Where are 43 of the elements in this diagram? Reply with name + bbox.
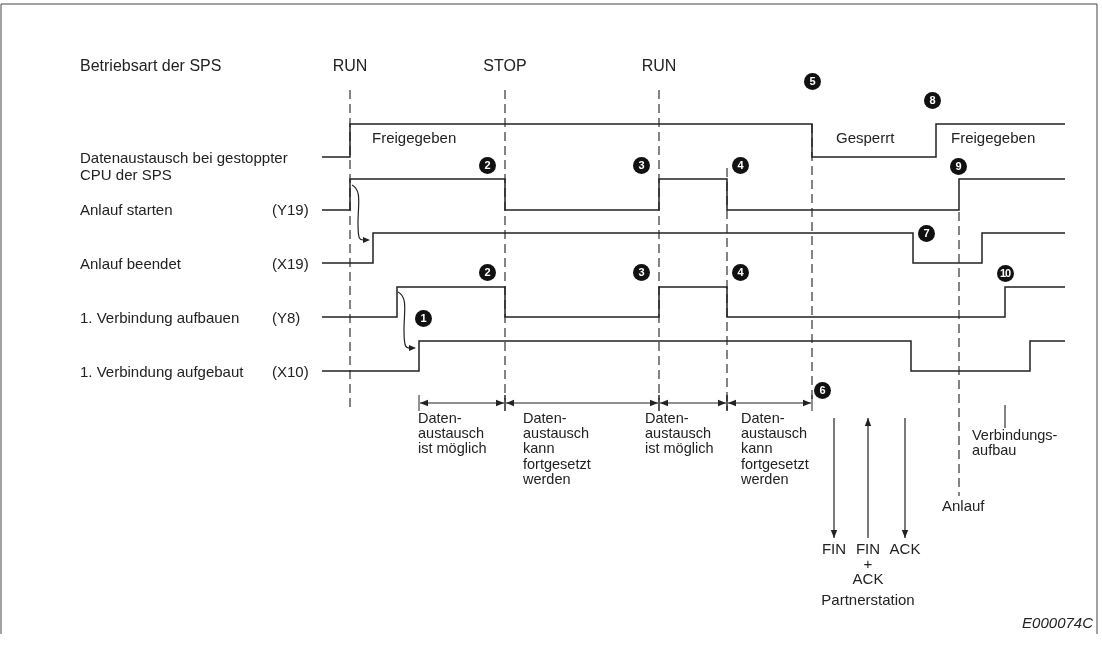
callout-number: 3: [632, 156, 650, 174]
phase-label: Daten- austausch ist möglich: [418, 411, 488, 457]
mode-label: RUN: [332, 57, 368, 75]
signal-address: (X10): [272, 364, 309, 381]
station-label: Partnerstation: [821, 592, 915, 609]
signal-name: Datenaustausch bei gestoppter CPU der SPS: [80, 150, 289, 183]
arrow: [901, 417, 909, 539]
signal-label: FIN: [819, 541, 849, 556]
callout-number: 2: [478, 156, 496, 174]
callout-number: 4: [731, 263, 749, 281]
phase-label: Daten- austausch kann fortgesetzt werden: [741, 411, 810, 488]
phase-label: Verbindungs- aufbau: [972, 428, 1059, 459]
callout-number: 8: [923, 91, 941, 109]
callout-number: 4: [731, 156, 749, 174]
mode-label: STOP: [483, 57, 527, 75]
state-label: Freigegeben: [951, 130, 1036, 147]
state-label: Gesperrt: [836, 130, 895, 147]
callout-number: 6: [813, 381, 831, 399]
callout-number: 3: [632, 263, 650, 281]
signal-label: ACK: [888, 541, 922, 556]
signal-address: (X19): [272, 256, 309, 273]
signal-name: 1. Verbindung aufgebaut: [80, 364, 244, 381]
signal-name: Anlauf beendet: [80, 256, 181, 273]
callout-number: 10: [996, 264, 1014, 282]
callout-number: 2: [478, 263, 496, 281]
callout-number: 9: [949, 157, 967, 175]
phase-label: Daten- austausch ist möglich: [645, 411, 715, 457]
signal-address: (Y8): [272, 310, 301, 327]
figure-code: E000074C: [1022, 615, 1093, 632]
signal-label: FIN + ACK: [852, 541, 884, 586]
arrow: [864, 417, 872, 539]
signal-name: Anlauf starten: [80, 202, 173, 219]
state-label: Freigegeben: [372, 130, 457, 147]
callout-number: 7: [917, 224, 935, 242]
mode-label: RUN: [641, 57, 677, 75]
phase-label: Daten- austausch kann fortgesetzt werden: [523, 411, 592, 488]
signal-name: 1. Verbindung aufbauen: [80, 310, 240, 327]
heading: Betriebsart der SPS: [80, 57, 222, 75]
callout-number: 5: [803, 72, 821, 90]
signal-address: (Y19): [272, 202, 309, 219]
arrow: [830, 417, 838, 539]
phase-label: Anlauf: [942, 498, 985, 515]
callout-number: 1: [414, 309, 432, 327]
